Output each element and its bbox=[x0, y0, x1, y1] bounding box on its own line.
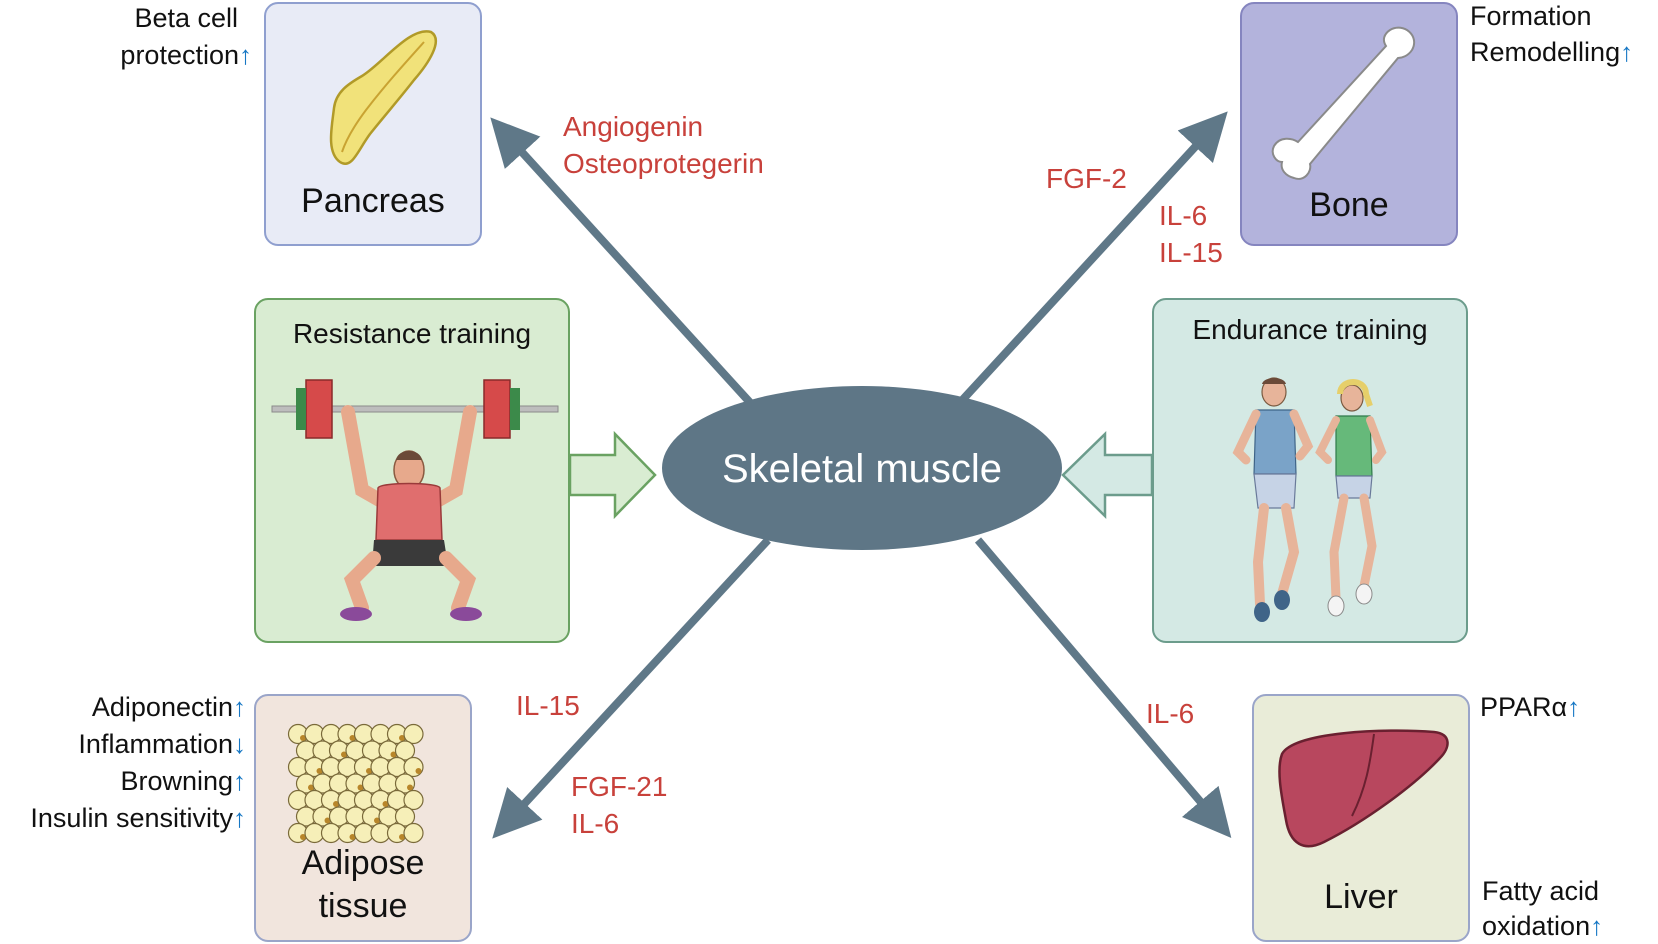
adipocyte-nucleus bbox=[341, 751, 347, 758]
effect-text: Adiponectin bbox=[91, 692, 233, 722]
adipocyte-nucleus bbox=[390, 751, 397, 758]
adipocyte-cell bbox=[403, 822, 424, 844]
adipocyte-nucleus bbox=[324, 817, 331, 824]
factor-angiogenin: Angiogenin bbox=[563, 111, 704, 142]
adipocyte-nucleus bbox=[357, 784, 364, 791]
skeletal-muscle-ellipse bbox=[662, 386, 1062, 550]
skeletal-muscle-label: Skeletal muscle bbox=[722, 447, 1002, 491]
arrow-to-adipose bbox=[492, 537, 771, 839]
adipocyte-nucleus bbox=[308, 784, 314, 791]
adipocyte-cell bbox=[403, 723, 424, 745]
adipocyte-nucleus bbox=[333, 801, 339, 807]
adipocyte-nucleus bbox=[374, 817, 380, 824]
bone-box: Bone bbox=[1240, 2, 1458, 246]
effect-beta-cell: Beta cell bbox=[0, 2, 238, 34]
effect-ppar-alpha: PPARα↑ bbox=[1480, 691, 1580, 723]
adipocyte-nucleus bbox=[349, 735, 356, 741]
factor-bone-il-6: IL-6 bbox=[1159, 200, 1208, 231]
adipose-title-line1: Adipose bbox=[301, 844, 425, 882]
adipocyte-nucleus bbox=[316, 768, 323, 774]
adipocyte-nucleus bbox=[300, 735, 306, 741]
adipocyte-nucleus bbox=[366, 768, 372, 774]
bone-icon bbox=[1271, 26, 1415, 180]
factor-osteoprotegerin: Osteoprotegerin bbox=[563, 148, 764, 179]
endurance-training-box: Endurance training bbox=[1152, 298, 1468, 643]
up-arrow-icon: ↑ bbox=[233, 692, 246, 722]
adipocyte-nucleus bbox=[415, 768, 422, 774]
resistance-training-box: Resistance training bbox=[254, 298, 570, 643]
adipocyte-cell bbox=[403, 789, 424, 811]
down-arrow-icon: ↓ bbox=[233, 729, 246, 759]
adipose-title-line2: tissue bbox=[318, 887, 408, 925]
factor-liver-il-6: IL-6 bbox=[1146, 698, 1195, 729]
runners-icon bbox=[1232, 377, 1387, 622]
up-arrow-icon: ↑ bbox=[239, 40, 252, 70]
effect-protection: protection↑ bbox=[0, 39, 252, 71]
effect-text: Inflammation bbox=[78, 729, 233, 759]
arrow-from-resistance bbox=[568, 430, 657, 520]
bone-title: Bone bbox=[1309, 186, 1389, 224]
arrow-to-pancreas bbox=[490, 117, 758, 411]
effect-inflammation: Inflammation↓ bbox=[0, 728, 246, 760]
up-arrow-icon: ↑ bbox=[1590, 911, 1604, 941]
effect-text: Remodelling bbox=[1470, 37, 1621, 67]
arrow-to-liver bbox=[974, 537, 1232, 838]
liver-box: Liver bbox=[1252, 694, 1470, 942]
effect-browning: Browning↑ bbox=[0, 765, 246, 797]
effect-text: PPARα bbox=[1480, 692, 1568, 722]
weightlifter-icon bbox=[271, 379, 559, 621]
up-arrow-icon: ↑ bbox=[233, 766, 246, 796]
adipocyte-nucleus bbox=[382, 801, 389, 807]
factor-adipose-il-15: IL-15 bbox=[516, 690, 580, 721]
arrow-to-bone bbox=[952, 111, 1228, 411]
resistance-training-title: Resistance training bbox=[292, 318, 532, 349]
effect-text: oxidation bbox=[1482, 911, 1591, 941]
factor-fgf-2: FGF-2 bbox=[1046, 163, 1127, 194]
effect-adiponectin: Adiponectin↑ bbox=[0, 691, 246, 723]
effect-insulin-sensitivity: Insulin sensitivity↑ bbox=[0, 802, 246, 834]
adipocyte-nucleus bbox=[349, 834, 356, 840]
effect-oxidation: oxidation↑ bbox=[1482, 910, 1603, 942]
effect-text: Browning bbox=[120, 766, 233, 796]
factor-bone-il-15: IL-15 bbox=[1159, 237, 1223, 268]
effect-remodelling: Remodelling↑ bbox=[1470, 36, 1633, 68]
adipocyte-nucleus bbox=[300, 834, 306, 840]
adipocyte-nucleus bbox=[399, 735, 405, 741]
adipocyte-cell bbox=[394, 740, 416, 761]
factor-fgf-21: FGF-21 bbox=[571, 771, 668, 802]
up-arrow-icon: ↑ bbox=[233, 803, 246, 833]
adipocyte-cell bbox=[394, 806, 416, 827]
effect-fatty-acid: Fatty acid bbox=[1482, 875, 1599, 907]
up-arrow-icon: ↑ bbox=[1620, 37, 1634, 67]
adipose-cells-icon bbox=[287, 723, 424, 844]
liver-title: Liver bbox=[1324, 878, 1398, 916]
adipocyte-nucleus bbox=[407, 784, 413, 791]
pancreas-icon bbox=[329, 30, 437, 165]
pancreas-title: Pancreas bbox=[301, 182, 445, 220]
factor-adipose-il-6: IL-6 bbox=[571, 808, 620, 839]
effect-text: Insulin sensitivity bbox=[30, 803, 233, 833]
effect-text: Fatty acid bbox=[1482, 876, 1600, 906]
arrow-from-endurance bbox=[1061, 431, 1154, 519]
effect-text: Formation bbox=[1470, 1, 1592, 31]
effect-text: Beta cell bbox=[134, 3, 238, 33]
effect-formation: Formation bbox=[1470, 0, 1592, 32]
up-arrow-icon: ↑ bbox=[1567, 692, 1581, 722]
effect-text: protection bbox=[120, 40, 239, 70]
liver-icon bbox=[1278, 729, 1449, 848]
adipocyte-nucleus bbox=[399, 834, 405, 840]
endurance-training-title: Endurance training bbox=[1192, 314, 1428, 345]
pancreas-box: Pancreas bbox=[264, 2, 482, 246]
adipose-tissue-box: Adipose tissue bbox=[254, 694, 472, 942]
